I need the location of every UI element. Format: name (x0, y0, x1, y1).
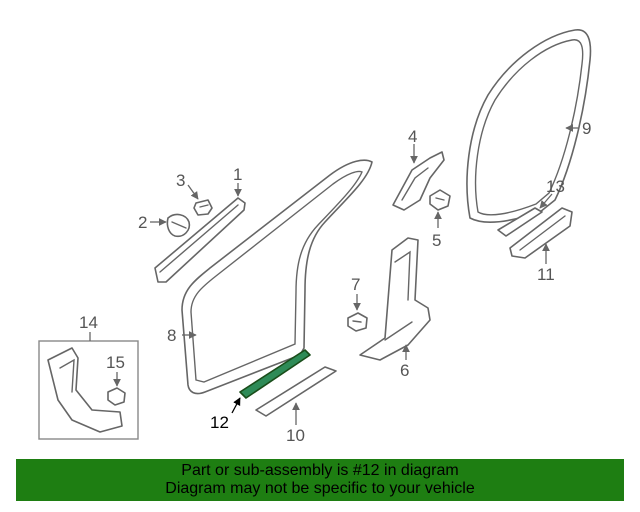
part-9-rear-door-weatherstrip (466, 29, 592, 224)
callout-2: 2 (138, 213, 147, 232)
part-11-rear-scuff-plate (509, 207, 573, 259)
callout-15: 15 (106, 353, 125, 372)
part-15-bolt (107, 387, 126, 406)
part-12-front-kick-plate (239, 349, 311, 399)
callout-12: 12 (210, 413, 229, 432)
part-10-front-scuff-plate (255, 366, 337, 417)
part-6-b-pillar-lower-trim (359, 237, 431, 361)
part-1-a-pillar-trim (154, 197, 246, 283)
callout-8: 8 (167, 326, 176, 345)
callout-5: 5 (432, 231, 441, 250)
callout-4: 4 (408, 127, 417, 146)
part-info-banner: Part or sub-assembly is #12 in diagram D… (16, 459, 624, 501)
part-3-screw (193, 199, 213, 216)
banner-line-disclaimer: Diagram may not be specific to your vehi… (165, 480, 475, 497)
banner-line-part: Part or sub-assembly is #12 in diagram (181, 462, 459, 479)
part-4-b-pillar-upper-trim (392, 151, 445, 211)
part-5-bolt (429, 189, 451, 211)
callout-9: 9 (582, 119, 591, 138)
callout-7: 7 (351, 275, 360, 294)
callout-13: 13 (546, 177, 565, 196)
part-8-front-door-weatherstrip (181, 159, 373, 395)
part-13-rear-kick-plate (497, 207, 543, 237)
callout-11: 11 (537, 265, 555, 284)
callout-3: 3 (176, 171, 185, 190)
callout-1: 1 (233, 165, 242, 184)
callout-10: 10 (286, 426, 305, 445)
callout-14: 14 (79, 313, 98, 332)
part-7-bolt (347, 312, 368, 332)
callout-6: 6 (400, 361, 409, 380)
part-2-clip (166, 213, 191, 238)
